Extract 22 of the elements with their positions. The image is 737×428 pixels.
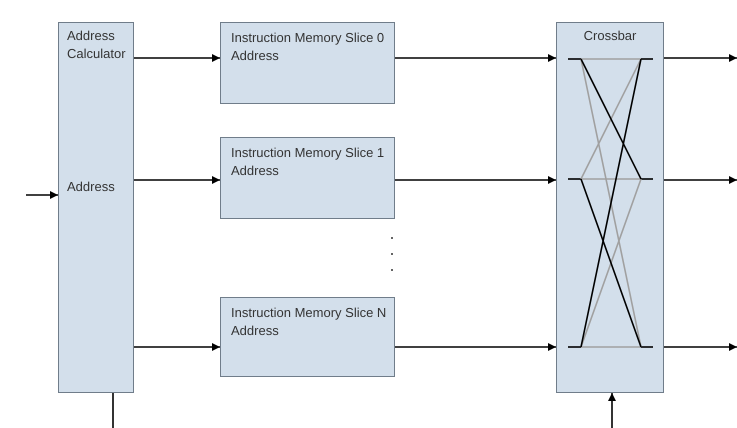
arrow	[134, 343, 220, 351]
box-label: Address	[67, 178, 116, 196]
crossbar-box	[556, 22, 664, 393]
arrow	[664, 343, 737, 351]
box-label: Instruction Memory Slice N Address	[231, 304, 388, 340]
box-label: Instruction Memory Slice 0 Address	[231, 29, 386, 65]
arrow	[26, 191, 58, 199]
arrow	[134, 176, 220, 184]
process-box	[220, 22, 395, 104]
process-box	[220, 297, 395, 377]
arrow	[395, 176, 556, 184]
process-box	[220, 137, 395, 219]
box-label: Address Calculator	[67, 27, 127, 63]
arrow	[134, 54, 220, 62]
arrow	[664, 176, 737, 184]
box-label: Instruction Memory Slice 1 Address	[231, 144, 386, 180]
process-box	[58, 22, 134, 393]
arrow	[664, 54, 737, 62]
box-label: Crossbar	[582, 27, 638, 45]
arrow	[395, 54, 556, 62]
arrow	[395, 343, 556, 351]
arrow	[608, 393, 616, 428]
